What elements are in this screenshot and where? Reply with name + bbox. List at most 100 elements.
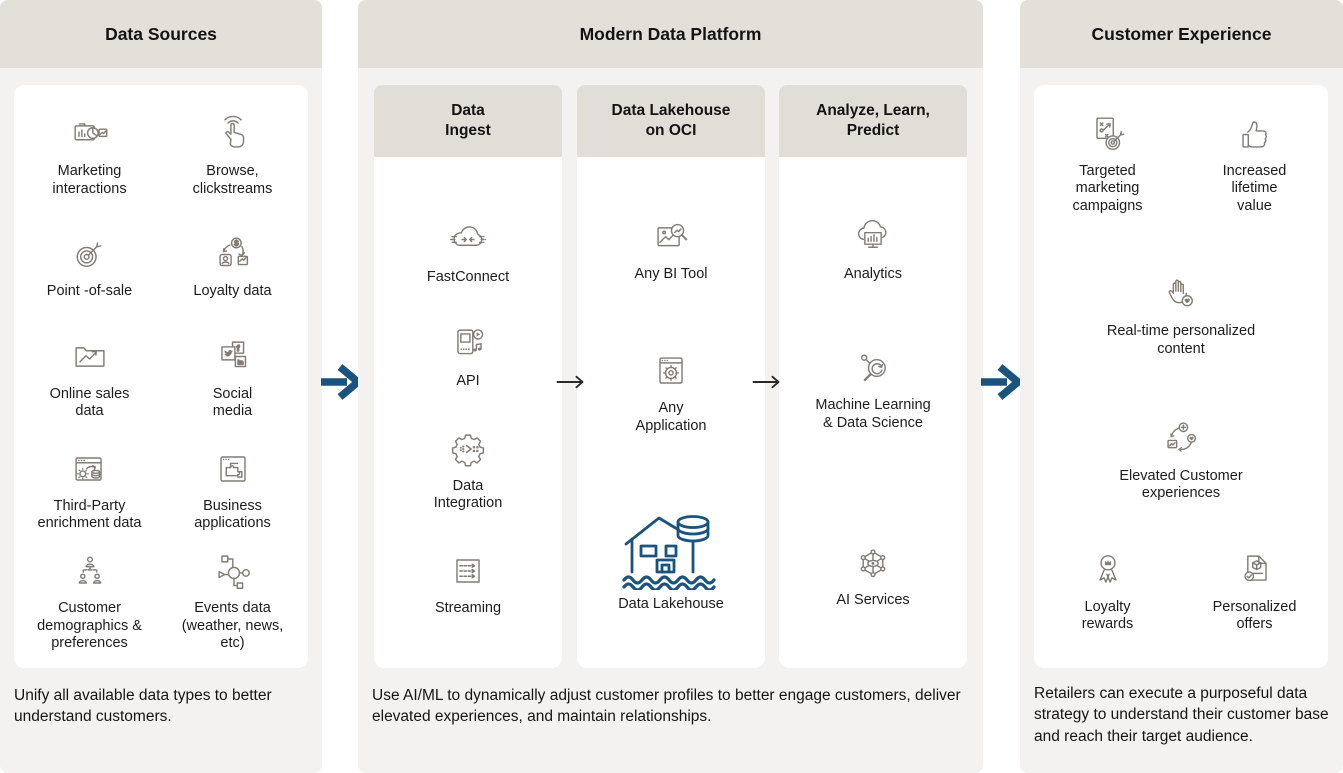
flow-arrow-platform-to-experience (979, 363, 1025, 401)
list-item: Online sales data (18, 322, 161, 433)
bi-image-magnifier-icon (648, 214, 694, 260)
list-item: Targeted marketing campaigns (1034, 111, 1181, 215)
thumbs-up-icon (1232, 111, 1278, 157)
list-item: Loyalty rewards (1034, 547, 1181, 634)
fastconnect-cloud-icon (445, 217, 491, 263)
item-label: Data Lakehouse (618, 596, 724, 613)
platform-header: Modern Data Platform (358, 0, 983, 68)
item-label: Marketing interactions (52, 163, 127, 197)
offer-document-icon (1232, 547, 1278, 593)
list-item: Increased lifetime value (1181, 111, 1328, 215)
data-ingest-header: Data Ingest (374, 85, 562, 157)
list-item: Any BI Tool (634, 214, 708, 283)
list-item: Third-Party enrichment data (18, 433, 161, 544)
item-label: Elevated Customer experiences (1119, 467, 1243, 502)
item-label: Streaming (434, 599, 502, 616)
ml-magnifier-icon (850, 345, 896, 391)
list-item: Browse, clickstreams (161, 99, 304, 210)
item-label: Social media (212, 386, 253, 420)
list-item: Machine Learning & Data Science (815, 345, 931, 432)
item-label: FastConnect (426, 269, 510, 285)
data-ingest-body: FastConnect API Data Integration Streami… (374, 157, 562, 668)
target-dart-icon (67, 231, 113, 277)
data-integration-gear-icon (445, 426, 491, 472)
sales-folder-chart-icon (67, 334, 113, 380)
data-ingest-section: Data Ingest FastConnect API Data Integra… (374, 85, 562, 668)
list-item: Business applications (161, 433, 304, 544)
item-label: Loyalty rewards (1081, 598, 1134, 633)
list-item: Social media (161, 322, 304, 433)
customer-experience-header: Customer Experience (1020, 0, 1343, 68)
list-item: Data Integration (433, 426, 503, 513)
list-item: API (445, 321, 491, 390)
item-label: Targeted marketing campaigns (1072, 163, 1143, 214)
loyalty-cycle-icon (210, 231, 256, 277)
strategy-target-icon (1085, 111, 1131, 157)
data-sources-title: Data Sources (105, 23, 217, 44)
list-item: Point -of-sale (18, 210, 161, 321)
list-item: Personalized offers (1181, 547, 1328, 634)
marketing-interactions-icon (67, 111, 113, 157)
list-item: Streaming (435, 548, 501, 617)
list-item: FastConnect (427, 217, 509, 286)
item-label: Events data (weather, news, etc) (181, 600, 284, 651)
lakehouse-section: Data Lakehouse on OCI Any BI Tool Any Ap… (577, 85, 765, 668)
experience-row: Targeted marketing campaigns Increased l… (1034, 111, 1328, 215)
data-sources-header: Data Sources (0, 0, 322, 68)
item-label: Loyalty data (193, 283, 272, 300)
lakehouse-header: Data Lakehouse on OCI (577, 85, 765, 157)
platform-column: Modern Data Platform Data Ingest FastCon… (358, 0, 983, 773)
customer-experience-caption: Retailers can execute a purposeful data … (1034, 685, 1329, 745)
data-sources-card: Marketing interactions Browse, clickstre… (14, 85, 308, 668)
analyze-header: Analyze, Learn, Predict (779, 85, 967, 157)
item-label: Browse, clickstreams (192, 163, 273, 197)
customer-experience-title: Customer Experience (1091, 23, 1272, 44)
list-item: Any Application (635, 348, 707, 435)
tap-clickstream-icon (210, 111, 256, 157)
ingest-to-lakehouse-arrow (556, 374, 586, 390)
list-item: Analytics (844, 214, 902, 283)
list-item: Data Lakehouse (618, 510, 724, 613)
list-item: Customer demographics & preferences (18, 545, 161, 656)
experience-cycle-icon (1158, 416, 1204, 462)
list-item: Elevated Customer experiences (1034, 416, 1328, 503)
data-sources-caption: Unify all available data types to better… (14, 687, 272, 726)
hand-heart-icon (1158, 271, 1204, 317)
list-item: Marketing interactions (18, 99, 161, 210)
analytics-cloud-monitor-icon (850, 214, 896, 260)
enrichment-window-icon (67, 446, 113, 492)
item-label: Any Application (635, 400, 707, 434)
puzzle-window-icon (210, 446, 256, 492)
events-network-icon (210, 548, 256, 594)
item-label: Third-Party enrichment data (37, 497, 142, 531)
data-lakehouse-icon (619, 510, 723, 590)
list-item: Events data (weather, news, etc) (161, 545, 304, 656)
analyze-section: Analyze, Learn, Predict Analytics Machin… (779, 85, 967, 668)
experience-row: Loyalty rewards Personalized offers (1034, 547, 1328, 634)
item-label: Machine Learning & Data Science (815, 397, 931, 431)
item-label: API (456, 373, 480, 390)
streaming-arrows-icon (445, 548, 491, 594)
platform-title: Modern Data Platform (579, 23, 762, 44)
list-item: Loyalty data (161, 210, 304, 321)
item-label: Data Integration (433, 477, 503, 512)
lakehouse-body: Any BI Tool Any Application Data Lakehou… (577, 157, 765, 668)
ai-network-eye-icon (850, 540, 896, 586)
award-ribbon-icon (1085, 547, 1131, 593)
customer-experience-card: Targeted marketing campaigns Increased l… (1034, 85, 1328, 668)
item-label: Online sales data (49, 386, 130, 420)
item-label: Any BI Tool (634, 266, 708, 282)
social-media-icon (210, 334, 256, 380)
analyze-body: Analytics Machine Learning & Data Scienc… (779, 157, 967, 668)
application-gear-window-icon (648, 348, 694, 394)
item-label: AI Services (836, 592, 910, 609)
item-label: Customer demographics & preferences (37, 600, 142, 651)
people-hierarchy-icon (67, 548, 113, 594)
list-item: AI Services (836, 540, 910, 609)
platform-caption: Use AI/ML to dynamically adjust customer… (372, 687, 961, 726)
item-label: Analytics (843, 266, 903, 282)
item-label: Personalized offers (1212, 598, 1297, 633)
list-item: Real-time personalized content (1034, 271, 1328, 358)
item-label: Point -of-sale (46, 283, 133, 300)
